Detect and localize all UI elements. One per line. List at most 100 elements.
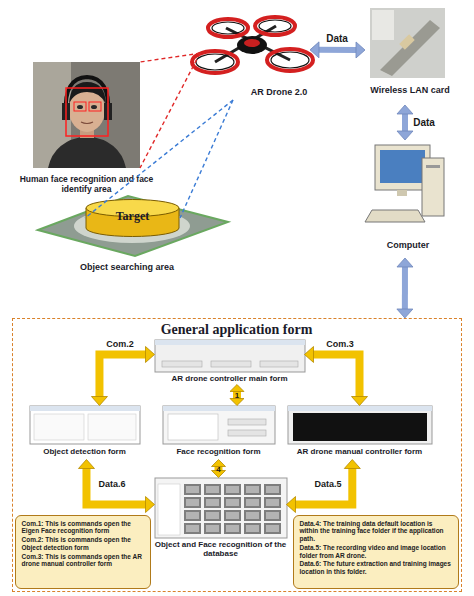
dashed-line <box>140 53 200 168</box>
note-scroll: Com.1: This is commands open the Eigen F… <box>15 515 151 589</box>
button <box>228 419 266 425</box>
arrow-label: Com.3 <box>326 339 354 349</box>
arrow-body <box>233 391 241 400</box>
window <box>288 406 432 444</box>
button <box>260 361 298 367</box>
arrow-label: 4 <box>216 464 220 473</box>
button <box>228 430 266 436</box>
arrow-body <box>313 354 360 397</box>
arrow-head <box>146 497 155 513</box>
node-caption: General application form <box>13 322 460 339</box>
arrow-body <box>402 266 408 310</box>
arrow-head <box>230 385 244 392</box>
arrow-body <box>402 113 408 132</box>
arrow-label: Data <box>326 33 348 44</box>
rotor-guard <box>192 51 238 73</box>
rotor-guard <box>267 49 313 71</box>
command-arrow <box>230 385 244 406</box>
node-caption: AR Drone 2.0 <box>248 87 310 98</box>
form-box: AR drone manual controller form <box>288 406 432 460</box>
drone-picture <box>192 17 313 73</box>
drone: AR Drone 2.0 <box>200 15 310 100</box>
command-arrow <box>91 346 154 405</box>
keyboard <box>365 210 425 222</box>
sight-line <box>85 100 233 218</box>
node-caption: AR drone controller main form <box>155 374 305 384</box>
video-panel <box>293 413 427 441</box>
arrow-head <box>397 105 413 114</box>
window <box>155 340 305 372</box>
arrow-head <box>352 397 368 406</box>
computer-picture <box>365 145 444 222</box>
arrow-label: Data.6 <box>98 479 125 489</box>
arrow-body <box>318 47 357 53</box>
panel <box>168 414 218 440</box>
window <box>163 406 275 444</box>
rotor <box>196 54 234 70</box>
note-text: Data.6: The future extraction and traini… <box>300 560 452 576</box>
note-scroll: Data.4: The training data default locati… <box>293 515 459 589</box>
arrow-body <box>295 468 353 505</box>
face-area: Human face recognition and face identify… <box>33 62 140 202</box>
mouth <box>81 122 93 124</box>
panel <box>34 414 84 440</box>
face-photo <box>33 62 140 168</box>
title-bar <box>30 406 140 411</box>
node-caption: Target <box>85 209 180 223</box>
lan-card: Wireless LAN card <box>365 5 455 105</box>
data-arrow <box>397 258 413 318</box>
computer: Computer <box>368 140 448 258</box>
arrow-label: Data.5 <box>314 479 341 489</box>
note-text: Com.1: This is commands open the Eigen F… <box>22 520 144 536</box>
dashed-line <box>180 100 233 218</box>
wall-socket <box>372 10 394 40</box>
drone-stripe <box>244 39 260 47</box>
arrow-head <box>230 398 244 405</box>
rotor-guard <box>208 19 248 37</box>
data-arrow <box>287 460 361 513</box>
drive-slot <box>426 165 440 168</box>
rotor <box>212 22 244 34</box>
data-arrow <box>397 105 413 140</box>
folder-tree <box>158 484 180 535</box>
search-plane <box>38 196 228 256</box>
drone-hull <box>237 36 267 54</box>
database-box: Object and Face recognition of the datab… <box>155 478 287 566</box>
data-arrow <box>78 460 154 513</box>
eye <box>77 105 83 109</box>
search-area <box>38 196 228 256</box>
headphone-band <box>66 77 108 112</box>
arrow-label: Com.2 <box>106 339 134 349</box>
command-arrow <box>305 346 368 405</box>
node-caption: Computer <box>363 240 453 251</box>
person-body <box>48 136 126 168</box>
application-group: General application form AR drone control… <box>12 318 462 592</box>
arrow-head <box>78 460 94 469</box>
sight-line <box>140 53 200 168</box>
person-hair <box>69 82 106 104</box>
eye-detection-box <box>89 102 101 111</box>
image-thumbnails <box>184 484 284 536</box>
data-arrow <box>310 42 365 58</box>
title-bar <box>155 340 305 345</box>
area-label: Object searching area <box>62 262 192 273</box>
form-box: AR drone controller main form <box>155 340 305 385</box>
note-text: Com.2: This is commands open the Object … <box>22 536 144 552</box>
lan-card-plug <box>399 34 415 50</box>
form-box: Object detection form <box>30 406 140 460</box>
arrow-head <box>356 42 365 58</box>
eye-detection-box <box>74 102 86 111</box>
rotor <box>259 20 291 32</box>
window <box>30 406 140 444</box>
form-box: Face recognition form <box>163 406 275 460</box>
node-caption: Human face recognition and face identify… <box>16 174 157 194</box>
data-arrow <box>212 460 226 478</box>
note-text: Com.3: This is commands open the AR dron… <box>22 553 144 569</box>
face-detection-box <box>66 88 108 136</box>
rotor <box>271 52 309 68</box>
search-ring <box>74 209 190 243</box>
node-caption: AR drone manual controller form <box>285 447 435 457</box>
